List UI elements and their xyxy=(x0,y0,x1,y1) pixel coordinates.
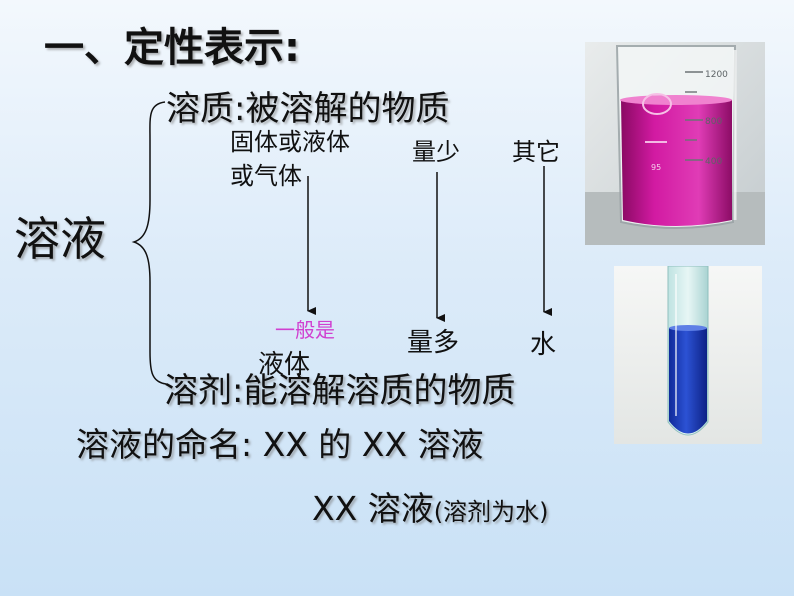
naming-rule-water: XX 溶液(溶剂为水) xyxy=(312,492,548,525)
solute-amount: 量少 xyxy=(412,140,460,164)
brace xyxy=(134,102,166,384)
naming-rule-water-note: (溶剂为水) xyxy=(434,498,549,526)
solvent-state-note: 一般是 xyxy=(275,320,335,340)
naming-rule-water-main: XX 溶液 xyxy=(312,489,434,528)
beaker-mark-400: 400 xyxy=(705,157,722,167)
solvent-definition: 溶剂:能溶解溶质的物质 xyxy=(164,374,515,408)
beaker-mark-800: 800 xyxy=(705,117,722,127)
naming-rule: 溶液的命名: XX 的 XX 溶液 xyxy=(76,428,484,461)
solution-label: 溶液 xyxy=(14,216,106,262)
solute-state-line1: 固体或液体 xyxy=(230,130,350,154)
beaker-photo: 1200 800 400 95 xyxy=(585,42,765,245)
beaker-mark-1200: 1200 xyxy=(705,70,728,80)
test-tube-photo xyxy=(614,266,762,444)
solvent-water: 水 xyxy=(530,332,556,358)
solvent-amount: 量多 xyxy=(407,330,459,356)
solute-definition: 溶质:被溶解的物质 xyxy=(166,92,449,126)
beaker-mark-95: 95 xyxy=(651,163,661,172)
solute-state-line2: 或气体 xyxy=(230,164,302,188)
solute-other: 其它 xyxy=(512,140,560,164)
